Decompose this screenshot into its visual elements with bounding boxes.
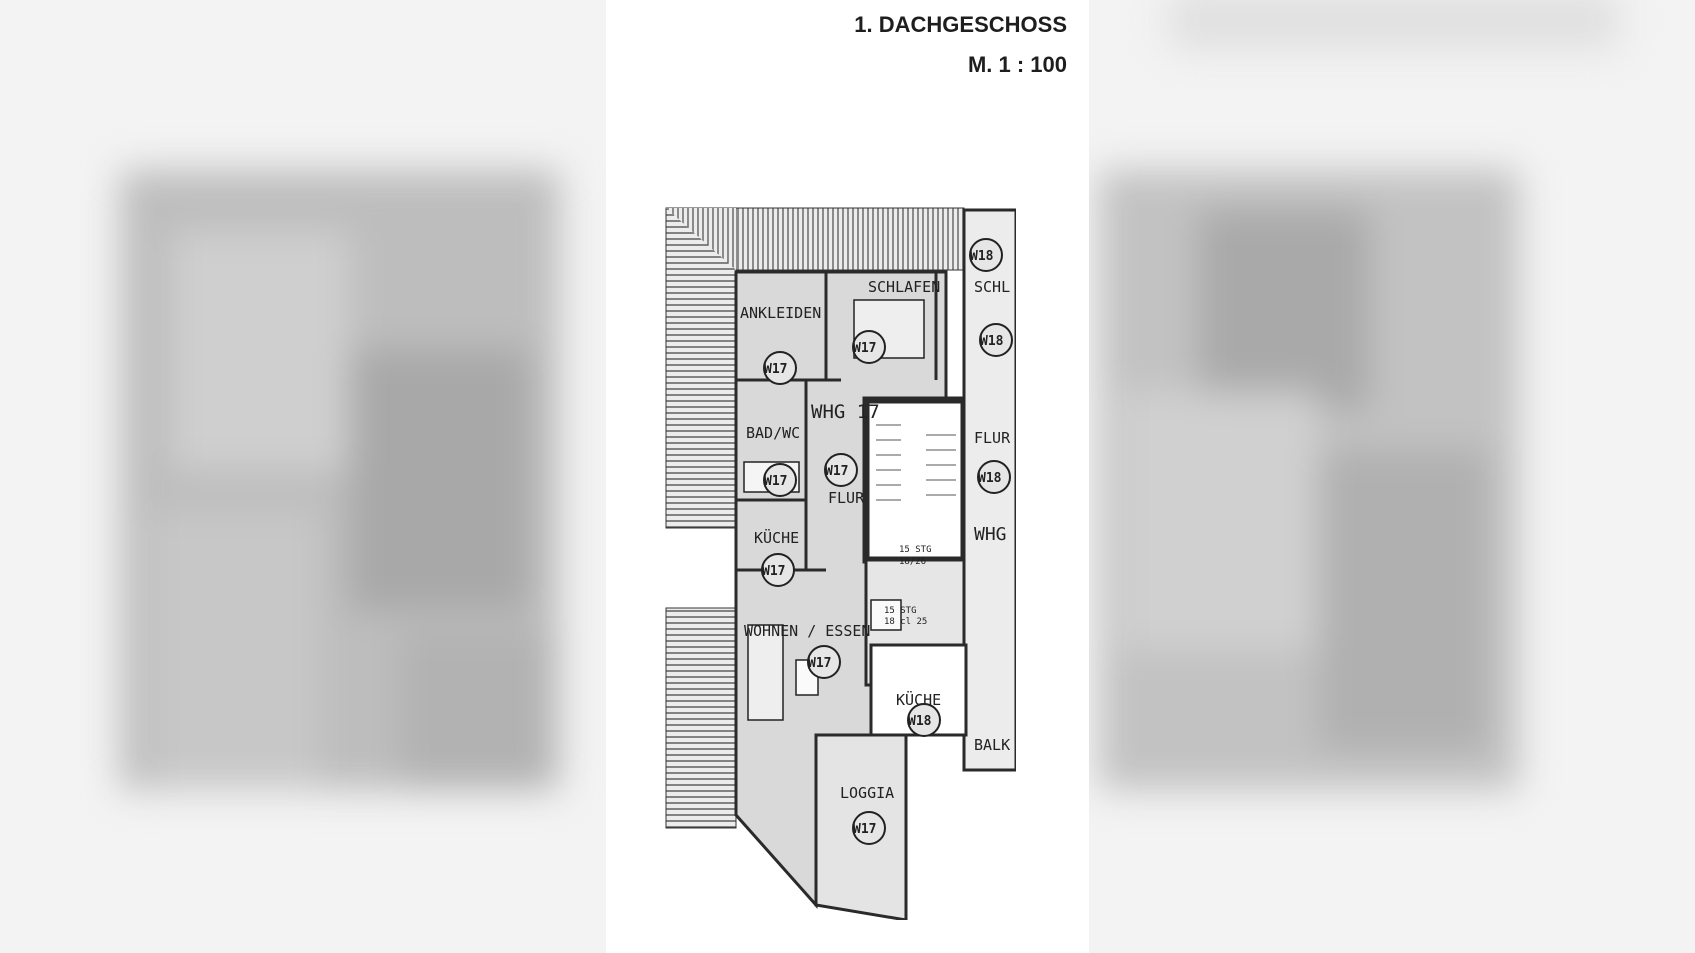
room-label-schlafen: SCHLAFEN [868, 278, 940, 296]
svg-text:W18: W18 [970, 249, 994, 264]
svg-text:W17: W17 [762, 564, 785, 579]
blurred-background-right [1089, 0, 1695, 953]
tag-w18-kueche: W18 [907, 703, 941, 737]
stair-steps [876, 424, 956, 501]
room-label-bad-wc: BAD/WC [746, 424, 800, 442]
apartment-label-17: WHG 17 [811, 401, 880, 423]
sofa [747, 624, 784, 721]
svg-text:W17: W17 [853, 341, 876, 356]
apartment-label-right: WHG [974, 524, 1007, 545]
tag-w17-loggia: W17 [852, 811, 886, 845]
stair-label-lower-1: 15 STG [884, 606, 917, 616]
svg-text:W18: W18 [980, 334, 1004, 349]
floor-plan-drawing: SCHLAFEN ANKLEIDEN SCHL WHG 17 BAD/WC FL… [665, 207, 1016, 920]
svg-text:W17: W17 [764, 474, 787, 489]
room-label-schl: SCHL [974, 278, 1010, 296]
roof-hatch-diagonal [666, 208, 736, 270]
tag-w18-top: W18 [969, 238, 1003, 272]
scale-label: M. 1 : 100 [967, 52, 1067, 77]
room-label-flur-left: FLUR [828, 489, 865, 507]
interior-walls [736, 272, 938, 572]
tag-w18-flur: W18 [977, 460, 1011, 494]
tag-w17-kueche: W17 [761, 553, 795, 587]
svg-text:W17: W17 [853, 822, 876, 837]
tag-w17-flur: W17 [824, 453, 858, 487]
room-label-wohnen-essen: WOHNEN / ESSEN [744, 622, 870, 640]
svg-text:W17: W17 [825, 464, 848, 479]
svg-text:W17: W17 [764, 362, 787, 377]
tag-w17-ankleiden: W17 [763, 351, 797, 385]
room-label-loggia: LOGGIA [840, 784, 894, 802]
room-label-flur-right: FLUR [974, 429, 1011, 447]
floor-title: 1. DACHGESCHOSS [854, 12, 1067, 37]
room-label-kueche-left: KÜCHE [754, 528, 799, 547]
tag-w17-schlafen: W17 [852, 330, 886, 364]
room-label-ankleiden: ANKLEIDEN [740, 304, 821, 322]
roof-hatch-left-upper [665, 207, 737, 529]
tag-w17-wohnen: W17 [807, 645, 841, 679]
roof-hatch-left-lower [665, 607, 737, 829]
dining-table [870, 599, 902, 631]
floor-plan: SCHLAFEN ANKLEIDEN SCHL WHG 17 BAD/WC FL… [656, 200, 1016, 920]
stair-label-upper-1: 15 STG [899, 545, 932, 555]
blurred-background-left [0, 0, 606, 953]
svg-text:W17: W17 [808, 656, 831, 671]
stair-label-lower-2: 18 cl 25 [884, 617, 927, 627]
tag-w17-bad: W17 [763, 463, 797, 497]
svg-text:W18: W18 [908, 714, 932, 729]
tag-w18-schl: W18 [979, 323, 1013, 357]
stair-label-upper-2: 18/26 [899, 557, 926, 567]
room-label-balk: BALK [974, 736, 1010, 754]
svg-text:W18: W18 [978, 471, 1002, 486]
